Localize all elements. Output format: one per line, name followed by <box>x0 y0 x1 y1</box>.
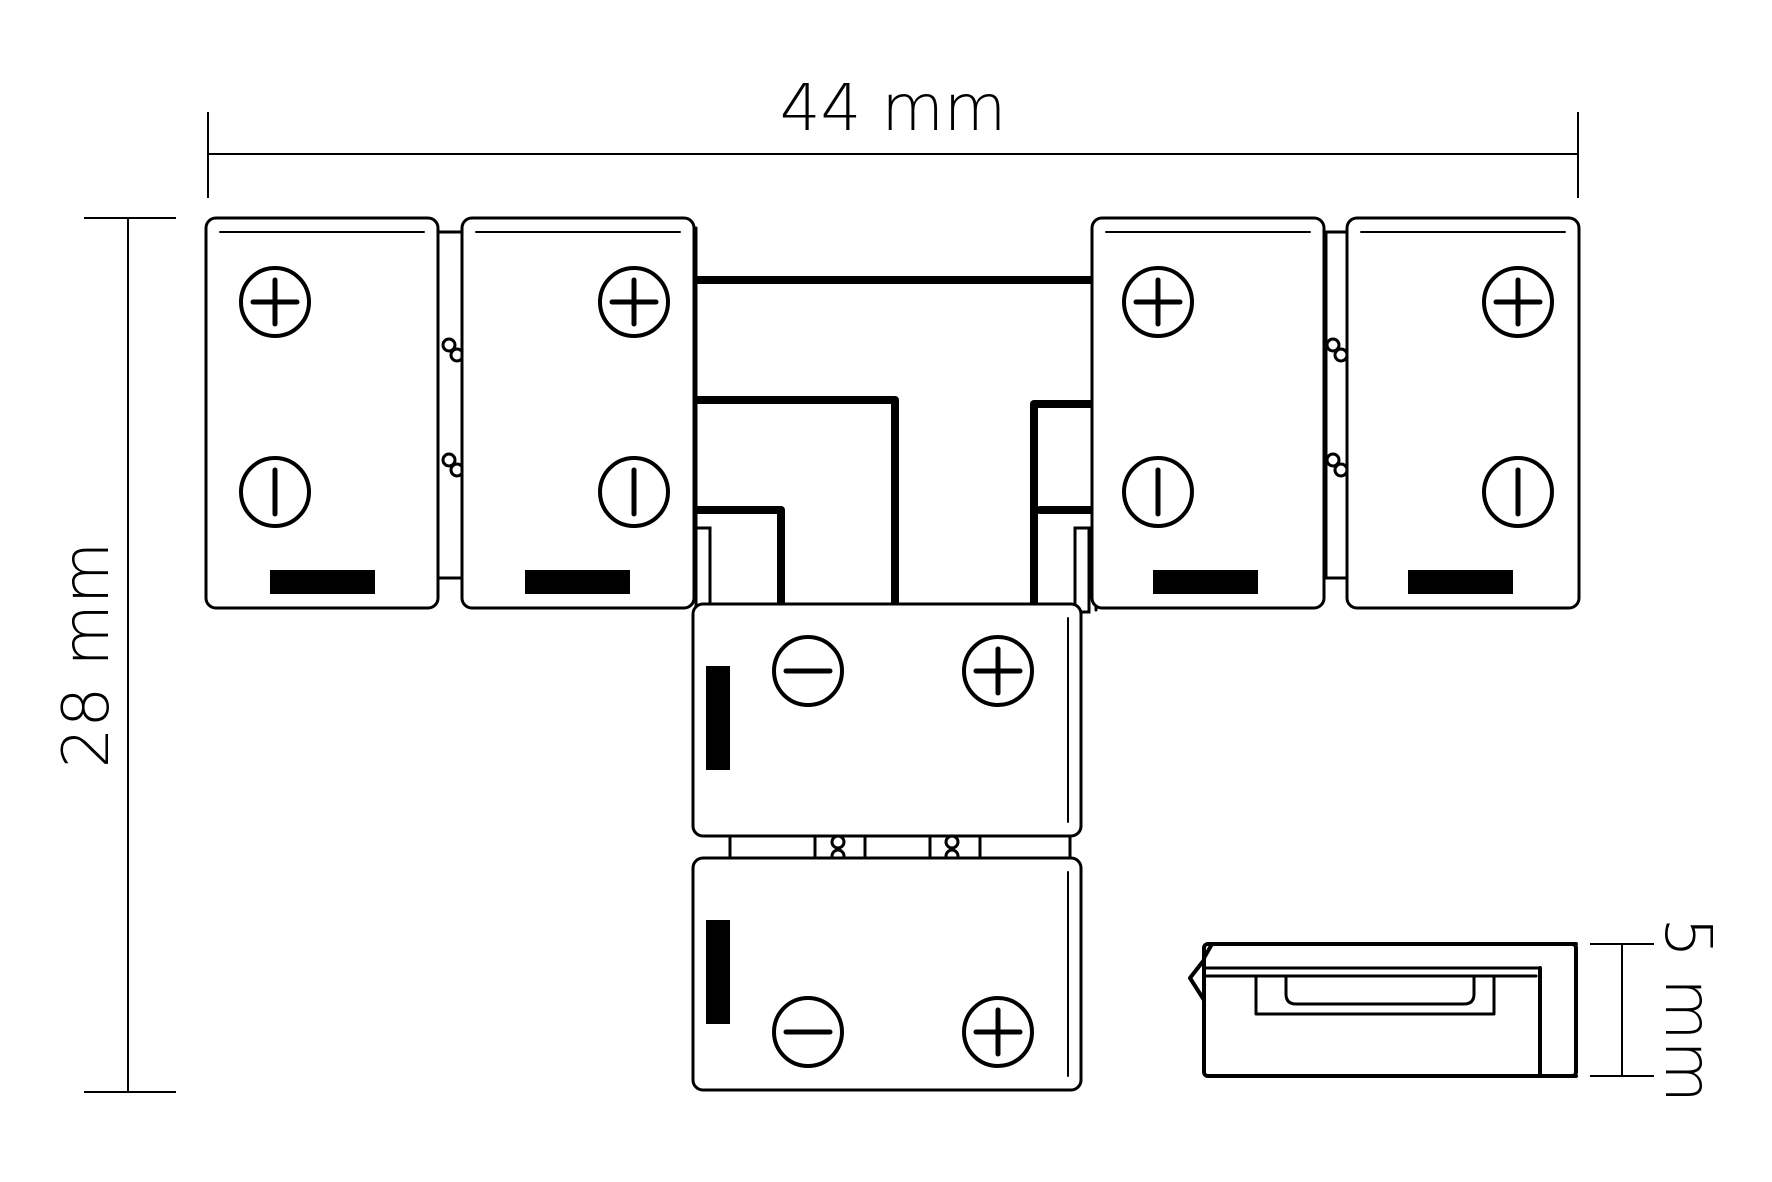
module-top-4 <box>1345 216 1581 610</box>
height-dimension: 28 mm <box>50 217 176 1093</box>
height-label: 28 mm <box>50 542 124 768</box>
plus-terminal-icon <box>962 996 1034 1068</box>
minus-terminal-icon <box>239 456 311 528</box>
plus-terminal-icon <box>598 266 670 338</box>
internal-wiring <box>692 226 1100 618</box>
polarity-bar <box>706 920 730 1024</box>
hinge-left <box>436 230 466 580</box>
side-profile-view <box>1188 942 1578 1078</box>
module-stem-2 <box>691 856 1083 1092</box>
thickness-label: 5 mm <box>1650 917 1724 1103</box>
module-top-3 <box>1090 216 1326 610</box>
plus-terminal-icon <box>962 635 1034 707</box>
module-top-1 <box>204 216 440 610</box>
plus-terminal-icon <box>239 266 311 338</box>
module-top-2 <box>460 216 696 610</box>
polarity-bar <box>1408 570 1513 594</box>
polarity-bar <box>270 570 375 594</box>
width-label: 44 mm <box>780 72 1006 146</box>
width-dimension: 44 mm <box>207 72 1579 198</box>
plus-terminal-icon <box>1122 266 1194 338</box>
minus-terminal-icon <box>1482 456 1554 528</box>
thickness-dimension: 5 mm <box>1590 917 1724 1103</box>
polarity-bar <box>525 570 630 594</box>
minus-terminal-icon <box>1122 456 1194 528</box>
module-stem-1 <box>691 602 1083 838</box>
minus-terminal-icon <box>598 456 670 528</box>
polarity-bar <box>1153 570 1258 594</box>
plus-terminal-icon <box>1482 266 1554 338</box>
minus-terminal-icon <box>772 996 844 1068</box>
polarity-bar <box>706 666 730 770</box>
minus-terminal-icon <box>772 635 844 707</box>
